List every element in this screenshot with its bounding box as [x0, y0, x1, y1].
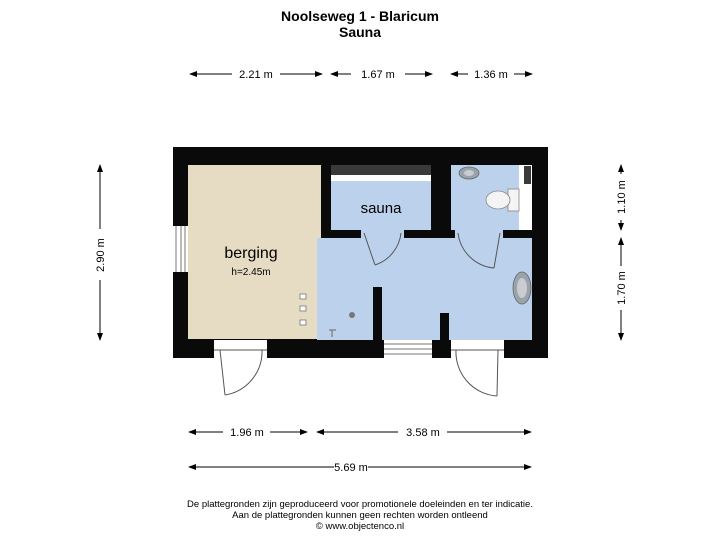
- room-label-sauna: sauna: [361, 200, 403, 217]
- room-height-berging: h=2.45m: [231, 267, 270, 278]
- partition-wall-2: [440, 313, 449, 340]
- floorplan-subtitle: Sauna: [338, 24, 381, 40]
- door-leaf-berging: [219, 349, 226, 396]
- sauna-floor: [331, 181, 431, 230]
- door-leaf-toilet: [493, 232, 501, 269]
- door-swing-shower: [455, 349, 498, 397]
- shower-floor: [317, 238, 532, 340]
- copyright-link[interactable]: © www.objectenco.nl: [315, 521, 405, 532]
- disclaimer-line-2: Aan de plattegronden kunnen geen rechten…: [232, 510, 488, 521]
- door-swing-sauna: [374, 232, 402, 266]
- sauna-bench-gap: [331, 175, 431, 181]
- building-outline: [173, 147, 548, 358]
- toilet-cistern: [524, 166, 531, 184]
- door-leaf-shower: [496, 349, 499, 397]
- dim-bottom-1: 1.96 m: [230, 427, 264, 439]
- dim-right-1: 1.10 m: [616, 180, 628, 214]
- sauna-bench: [331, 165, 431, 175]
- door-leaf-sauna: [363, 232, 376, 266]
- door-opening-shower: [451, 340, 504, 358]
- dim-total: 5.69 m: [334, 462, 368, 474]
- dim-left: 2.90 m: [95, 238, 107, 272]
- shower-head-icon: [512, 271, 532, 305]
- door-opening-toilet: [455, 230, 503, 238]
- door-opening-sauna: [361, 230, 404, 238]
- partition-wall-1: [373, 287, 382, 340]
- tap-icon: [329, 329, 336, 337]
- dim-top-2: 1.67 m: [361, 69, 395, 81]
- disclaimer-line-1: De plattegronden zijn geproduceerd voor …: [187, 499, 533, 510]
- toilet-icon: [485, 188, 520, 212]
- door-opening-berging: [214, 340, 267, 358]
- dim-bottom-2: 3.58 m: [406, 427, 440, 439]
- washbasin-icon: [458, 166, 480, 180]
- dim-right-2: 1.70 m: [616, 271, 628, 305]
- floorplan-address: Noolseweg 1 - Blaricum: [281, 8, 439, 24]
- door-swing-berging: [224, 349, 263, 396]
- dimension-labels: 2.21 m 1.67 m 1.36 m 1.96 m 3.58 m 5.69 …: [95, 69, 628, 474]
- dim-top-1: 2.21 m: [239, 69, 273, 81]
- wall-outlet-icon: [299, 293, 307, 326]
- room-label-berging: berging: [224, 245, 277, 262]
- fixtures: [299, 166, 532, 337]
- dimension-lines: [97, 71, 624, 470]
- berging-floor: [188, 165, 321, 339]
- drain-icon: [349, 312, 355, 318]
- doors: [214, 232, 504, 397]
- door-swing-toilet: [457, 232, 495, 269]
- dim-top-3: 1.36 m: [474, 69, 508, 81]
